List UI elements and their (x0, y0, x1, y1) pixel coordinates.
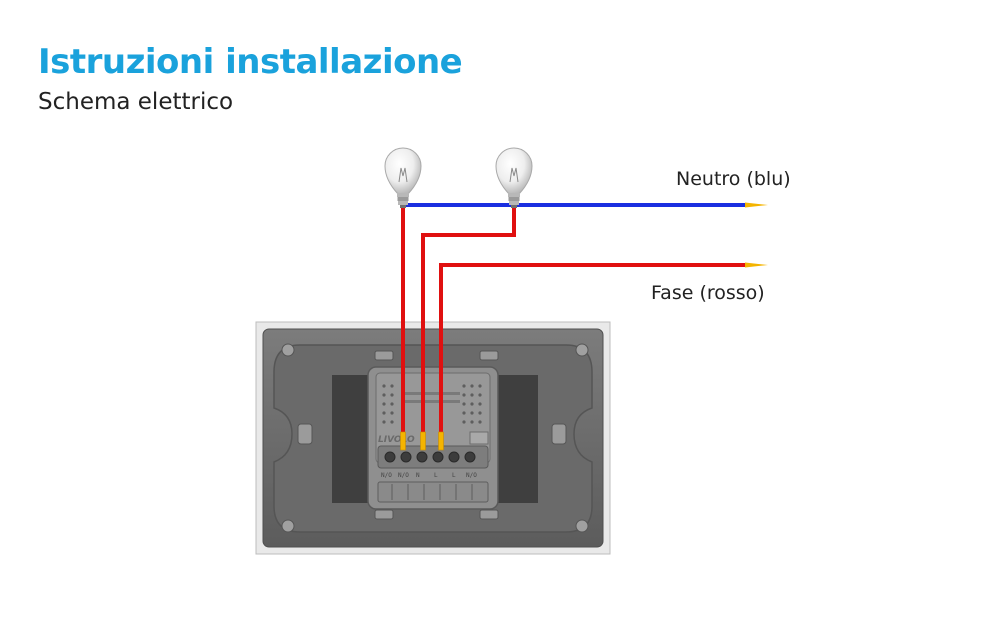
neutral-wire-label: Neutro (blu) (676, 168, 791, 190)
page-subtitle: Schema elettrico (38, 89, 234, 115)
lamp-2-wire-tip (420, 431, 426, 451)
phase-wire-label: Fase (rosso) (651, 282, 765, 304)
light-bulb-icon (495, 147, 533, 208)
phase-terminal-tip (438, 431, 444, 451)
brand-logo: LIVOLO (378, 435, 415, 445)
terminal-label: N (416, 472, 420, 479)
lamp-1-wire-tip (400, 431, 406, 451)
terminal-label: L (452, 472, 456, 479)
switch-module: LIVOLO N/O N/O N L L N/O (367, 366, 499, 510)
terminal-label: L (434, 472, 438, 479)
terminal-label: N/O (466, 472, 477, 479)
lamp-2-wire (421, 208, 516, 446)
neutral-wire-tip (745, 202, 768, 208)
page-title: Istruzioni installazione (38, 42, 463, 82)
light-bulb-icon (384, 147, 422, 208)
phase-wire-tip (745, 262, 768, 268)
terminal-label: N/O (398, 472, 409, 479)
phase-wire (439, 263, 745, 446)
terminal-label: N/O (381, 472, 392, 479)
